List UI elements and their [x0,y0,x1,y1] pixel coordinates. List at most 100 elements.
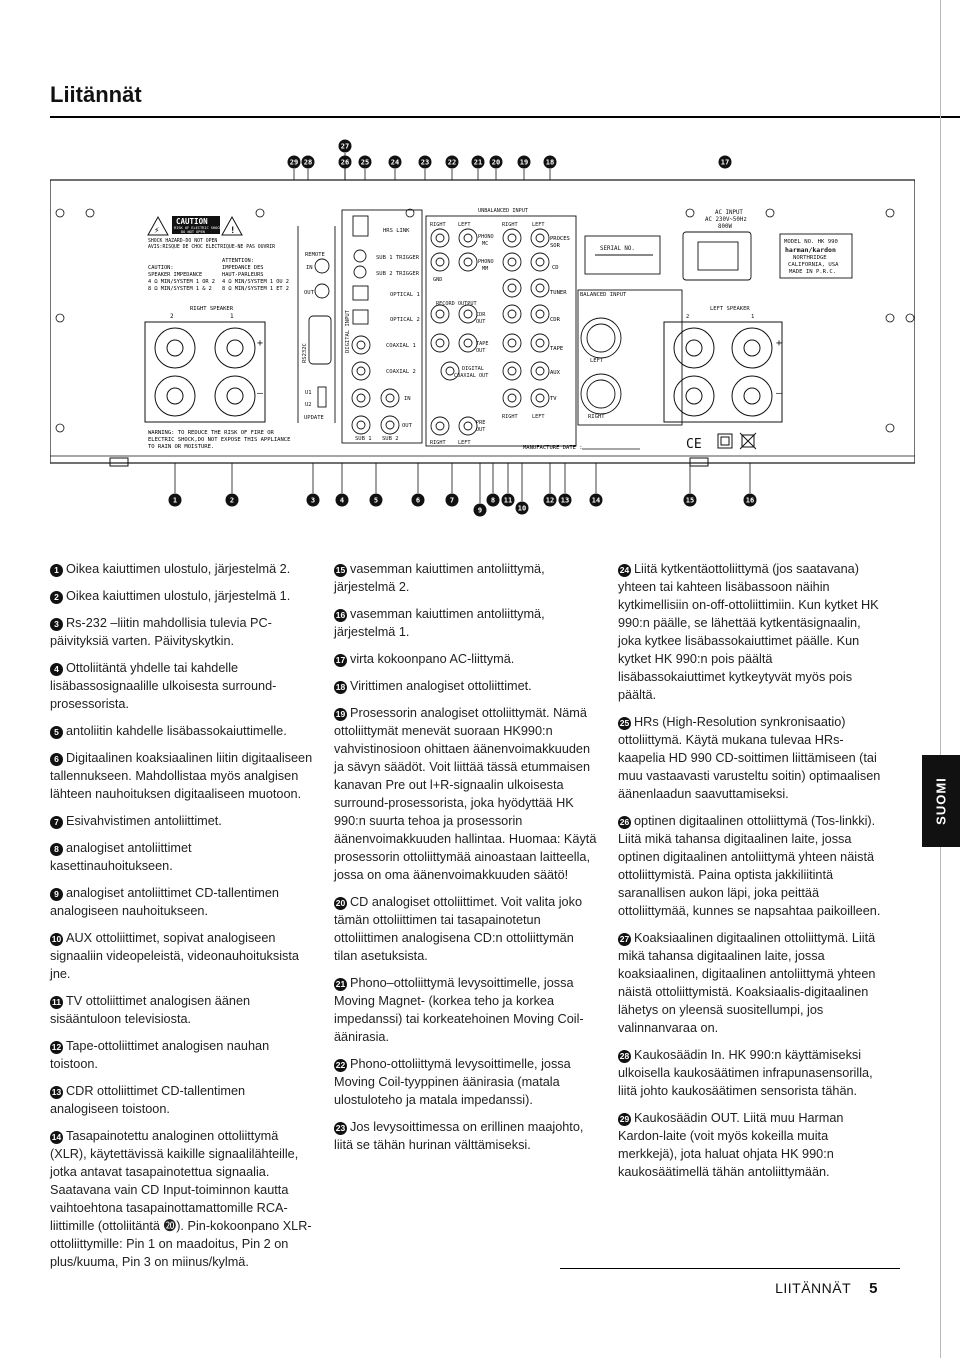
right-speaker-terminals: + – [144,321,266,423]
item-text: vasemman kaiuttimen antoliittymä, järjes… [334,607,545,639]
callout-11 [501,493,515,507]
item-text: Phono-ottoliittymä levysoittimelle, joss… [334,1057,571,1107]
digital-input-label: DIGITAL INPUT [345,309,351,353]
cdr-out-2: OUT [476,319,485,325]
manufacture-date-label: MANUFACTURE DATE : [523,445,583,451]
callout-16 [743,493,757,507]
rs232-label: RS232C [302,343,308,363]
callout-label-21: 21 [474,159,482,167]
item-text: Phono–ottoliittymä levysoittimelle, joss… [334,976,584,1044]
callout-4 [335,493,349,507]
caution-sub1: RISK OF ELECTRIC SHOCK [174,226,222,230]
left-spk-num-2: 2 [686,314,689,320]
footer-rule [560,1268,900,1269]
tape-out-2: OUT [476,348,485,354]
model-line-1: MODEL NO. HK 990 [784,239,838,245]
u2-label: U2 [305,402,312,408]
item-text: antoliitin kahdelle lisäbassokaiuttimell… [66,724,287,738]
digital-input-section: DIGITAL INPUT HRS LINK SUB 1 TRIGGER SUB… [341,209,423,444]
callout-label-24: 24 [391,159,399,167]
remote-out-label: OUT [304,290,315,296]
item-text: Kaukosäädin In. HK 990:n käyttämiseksi u… [618,1048,873,1098]
balanced-input-label: BALANCED INPUT [580,292,627,298]
ac-input-1: AC INPUT [715,210,743,216]
callout-label-7: 7 [450,497,454,505]
svg-text:+: + [257,338,263,349]
callout-label-11: 11 [504,497,512,505]
item-text: Oikea kaiuttimen ulostulo, järjestelmä 1… [66,589,291,603]
u1-label: U1 [305,390,312,396]
model-brand: harman/kardon [785,246,836,254]
item-text: CD analogiset ottoliittimet. Voit valita… [334,895,583,963]
item-number-badge: 27 [618,933,631,946]
item-number-badge: 23 [334,1122,347,1135]
item-text: virta kokoonpano AC-liittymä. [350,652,515,666]
cdr-out-1: CDR [476,312,486,318]
coaxial1-label: COAXIAL 1 [386,343,416,349]
item-number-badge: 4 [50,663,63,676]
tv-label: TV [550,396,557,402]
callout-5 [369,493,383,507]
callout-13 [558,493,572,507]
callout-17 [718,155,732,169]
callout-25 [358,155,372,169]
callout-28 [301,155,315,169]
item-number-badge: 20 [334,897,347,910]
callout-label-5: 5 [374,497,378,505]
pre-out-2: OUT [476,427,485,433]
ub-right-2: RIGHT [502,222,518,228]
shock-en-text: SHOCK HAZARD-DO NOT OPEN [148,238,217,244]
sub-in-label: IN [404,396,411,402]
processor-2: SOR [550,243,561,249]
callout-label-4: 4 [340,497,344,505]
item-text: Liitä kytkentäottoliittymä (jos saatavan… [618,562,879,702]
callout-7 [445,493,459,507]
right-spk-num-2: 2 [170,313,174,320]
remote-label: REMOTE [305,252,325,258]
item-number-badge: 13 [50,1086,63,1099]
callout-label-18: 18 [546,159,554,167]
attention-0: ATTENTION: [222,258,254,264]
item-number-badge: 24 [618,564,631,577]
tape-label: TAPE [550,346,563,352]
callout-29 [287,155,301,169]
serial-no-label: SERIAL NO. [600,246,635,252]
callout-21 [471,155,485,169]
remote-in-label: IN [306,265,313,271]
attention-4: 8 Ω MIN/SYSTEM 1 ET 2 [222,286,289,292]
item-number-badge: 3 [50,618,63,631]
svg-text:–: – [257,388,264,399]
callout-14 [589,493,603,507]
processor-1: PROCES [550,236,570,242]
item-number-badge: 9 [50,888,63,901]
item-text: optinen digitaalinen ottoliittymä (Tos-l… [618,814,881,918]
warning-0: WARNING: TO REDUCE THE RISK OF FIRE OR [148,430,275,436]
cert-marks: CE [686,432,757,452]
caution-left-2: 4 Ω MIN/SYSTEM 1 OR 2 [148,279,215,285]
record-output-label: RECORD OUTPUT [436,301,477,307]
ub-right-3: RIGHT [502,414,518,420]
callout-8 [486,493,500,507]
aux-label: AUX [550,370,561,376]
ub-left-3: LEFT [532,414,545,420]
item-text: Tasapainotettu analoginen ottoliittymä (… [50,1129,312,1269]
callout-label-22: 22 [448,159,456,167]
item-number-badge: 18 [334,681,347,694]
item-number-badge: 10 [50,933,63,946]
callout-23 [418,155,432,169]
callout-label-15: 15 [686,497,694,505]
tuner-label: TUNER [550,290,567,296]
